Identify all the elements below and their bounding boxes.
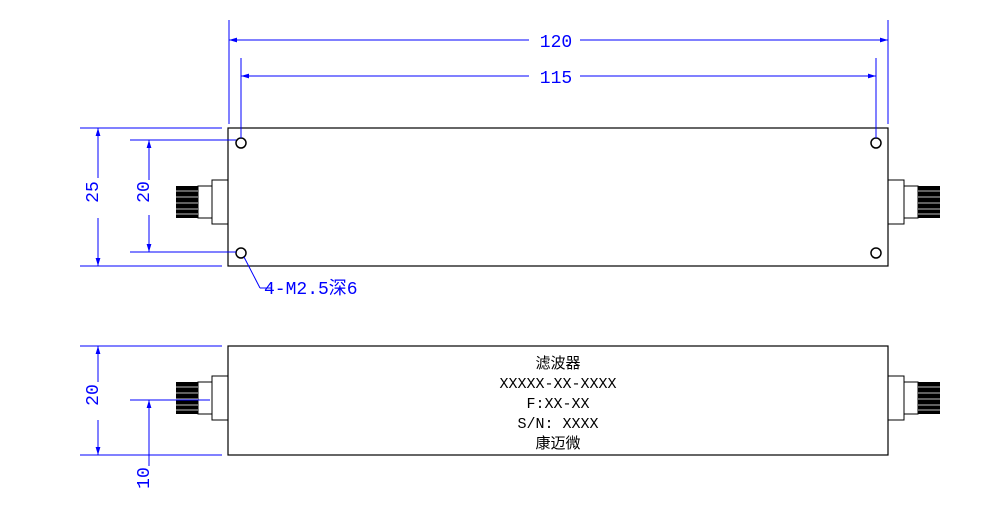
dimension-10: 10: [135, 400, 155, 489]
dim-overall-length: 120: [540, 33, 572, 53]
hole-callout-text: 4-M2.5深6: [264, 278, 358, 300]
mounting-hole: [235, 137, 247, 149]
mounting-holes: [235, 137, 882, 259]
dim-hole-spacing-width: 20: [135, 181, 155, 203]
label-frequency: F:XX-XX: [526, 396, 589, 413]
dim-side-height: 20: [84, 384, 104, 406]
dimension-25: 25: [84, 128, 104, 266]
label-serial: S/N: XXXX: [517, 416, 598, 433]
mounting-hole: [870, 247, 882, 259]
mounting-hole: [870, 137, 882, 149]
side-view: 20 10 滤波器 XXXXX-XX-XXXX F:XX-XX S/N: XXX…: [80, 345, 940, 489]
dim-connector-center-height: 10: [135, 467, 155, 489]
top-view-body: [227, 127, 889, 267]
right-connector-side: [887, 375, 940, 421]
hole-callout: 4-M2.5深6: [243, 256, 358, 300]
mounting-hole: [235, 247, 247, 259]
right-connector-top: [887, 179, 940, 225]
dimension-20-height: 20: [84, 346, 104, 455]
dim-hole-spacing-length: 115: [540, 69, 572, 89]
label-brand: 康迈微: [535, 435, 580, 453]
dimension-115: 115: [241, 69, 876, 89]
left-connector-side: [176, 375, 229, 421]
dimension-120: 120: [229, 33, 888, 53]
label-product: 滤波器: [535, 355, 580, 373]
top-view: 120 115 25 20 4-M2.5深6: [80, 20, 940, 300]
left-connector-top: [176, 179, 229, 225]
dim-body-width: 25: [84, 181, 104, 203]
product-label: 滤波器 XXXXX-XX-XXXX F:XX-XX S/N: XXXX 康迈微: [499, 355, 616, 453]
label-model: XXXXX-XX-XXXX: [499, 376, 616, 393]
dimension-20-holes: 20: [135, 140, 155, 252]
